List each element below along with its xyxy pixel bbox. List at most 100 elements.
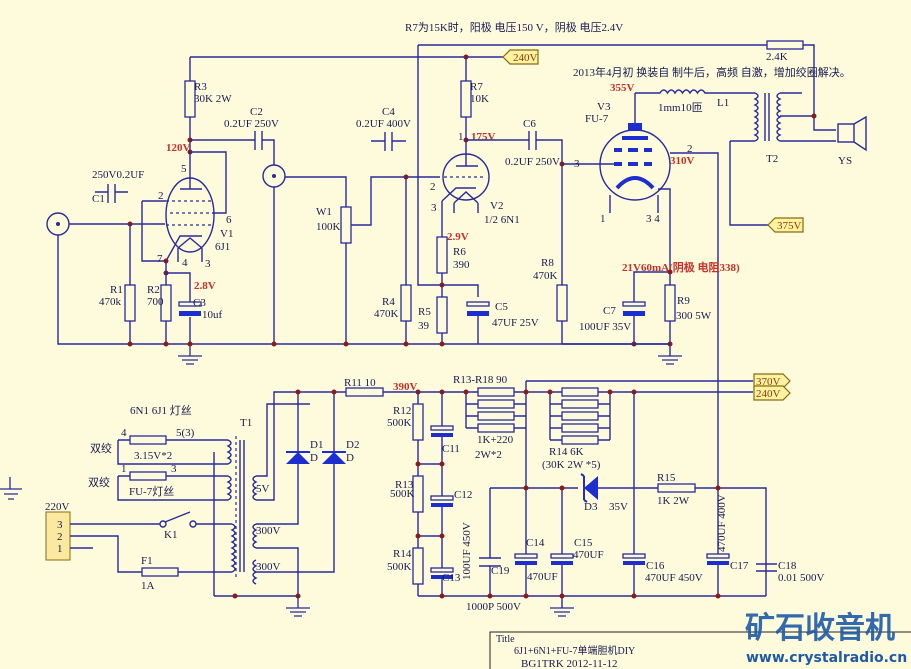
svg-text:0.01 500V: 0.01 500V	[778, 572, 825, 584]
svg-text:C15: C15	[574, 537, 593, 549]
svg-text:FU-7灯丝: FU-7灯丝	[129, 485, 174, 498]
svg-text:1A: 1A	[141, 580, 155, 592]
svg-text:V1: V1	[220, 228, 233, 240]
svg-text:R3: R3	[194, 81, 207, 93]
svg-text:C17: C17	[730, 560, 749, 572]
svg-text:220V: 220V	[45, 501, 70, 513]
capacitor-c14: C14 470UF	[514, 488, 558, 596]
switch-k1[interactable]: K1	[159, 511, 232, 541]
voltage-390v: 390V	[393, 381, 418, 393]
svg-text:250V0.2UF: 250V0.2UF	[92, 169, 144, 181]
svg-text:3: 3	[57, 519, 63, 531]
svg-text:100K: 100K	[316, 221, 341, 233]
diode-d2: D2D	[322, 392, 359, 464]
inductor-l1: 1mm10匝 L1	[635, 89, 755, 114]
zener-d3: D3 35V	[580, 473, 628, 513]
svg-text:双绞: 双绞	[90, 441, 112, 455]
svg-text:470UF: 470UF	[527, 571, 558, 583]
svg-text:6J1: 6J1	[215, 241, 230, 253]
resistor-r9: R9 300 5W	[664, 272, 712, 356]
svg-text:YS: YS	[838, 155, 852, 167]
svg-text:500K: 500K	[390, 488, 415, 500]
svg-text:R14: R14	[393, 548, 412, 560]
svg-text:30K 2W: 30K 2W	[194, 93, 232, 105]
svg-text:1/2 6N1: 1/2 6N1	[484, 214, 520, 226]
svg-text:Title: Title	[496, 634, 515, 645]
svg-text:300 5W: 300 5W	[676, 310, 712, 322]
capacitor-c11: C11	[430, 425, 460, 455]
svg-text:www.crystalradio.cn: www.crystalradio.cn	[746, 650, 907, 666]
svg-text:5: 5	[181, 163, 187, 175]
svg-text:R6: R6	[453, 246, 466, 258]
svg-text:1000P 500V: 1000P 500V	[466, 601, 521, 613]
svg-text:2W*2: 2W*2	[475, 449, 502, 461]
svg-text:C14: C14	[526, 537, 545, 549]
transformer-t2: T2	[729, 92, 802, 226]
svg-text:3 4: 3 4	[646, 213, 660, 225]
svg-text:R14 6K: R14 6K	[549, 446, 584, 458]
capacitor-c13: C13 100UF 450V	[430, 522, 473, 584]
input-jack[interactable]	[46, 212, 70, 236]
svg-text:3: 3	[171, 463, 177, 475]
resistor-r11: R11 10	[344, 377, 478, 397]
resistor-2-4k: 2.4K	[766, 40, 804, 63]
svg-text:D: D	[346, 452, 354, 464]
svg-text:1mm10匝: 1mm10匝	[658, 102, 703, 114]
svg-text:2: 2	[57, 531, 63, 543]
svg-text:R5: R5	[418, 306, 431, 318]
svg-text:470UF 450V: 470UF 450V	[645, 572, 703, 584]
svg-text:10K: 10K	[470, 93, 489, 105]
svg-text:3: 3	[431, 202, 437, 214]
svg-text:1: 1	[600, 213, 606, 225]
svg-text:V3: V3	[597, 101, 611, 113]
svg-text:470k: 470k	[99, 296, 122, 308]
svg-text:5V: 5V	[256, 483, 270, 495]
svg-text:1: 1	[458, 131, 464, 143]
svg-text:470UF: 470UF	[573, 549, 604, 561]
svg-text:390: 390	[453, 259, 470, 271]
svg-text:100UF 450V: 100UF 450V	[461, 522, 473, 580]
svg-text:1: 1	[121, 463, 127, 475]
svg-text:V2: V2	[490, 200, 503, 212]
svg-text:R9: R9	[677, 295, 690, 307]
svg-text:47UF 25V: 47UF 25V	[492, 317, 539, 329]
svg-text:35V: 35V	[609, 501, 628, 513]
tag-370v: 370V	[753, 373, 791, 389]
svg-text:3.15V*2: 3.15V*2	[134, 450, 172, 462]
wires-top	[190, 44, 836, 297]
svg-text:R7: R7	[470, 81, 483, 93]
svg-text:1: 1	[57, 543, 63, 555]
svg-text:C13: C13	[442, 572, 461, 584]
svg-text:D1: D1	[310, 439, 323, 451]
svg-text:2.4K: 2.4K	[766, 51, 788, 63]
svg-text:39: 39	[418, 320, 430, 332]
svg-text:C2: C2	[250, 106, 263, 118]
svg-text:L1: L1	[717, 97, 729, 109]
mains-connector[interactable]: 220V 321	[45, 501, 160, 573]
svg-text:C11: C11	[442, 443, 460, 455]
interstage-jack[interactable]	[262, 164, 286, 188]
svg-text:6J1+6N1+FU-7单端胆机DIY: 6J1+6N1+FU-7单端胆机DIY	[514, 644, 635, 657]
svg-text:F1: F1	[141, 555, 153, 567]
voltage-2-8v: 2.8V	[194, 280, 216, 292]
svg-text:D3: D3	[584, 501, 598, 513]
svg-text:4: 4	[182, 257, 188, 269]
mod-note: 2013年4月初 换装自 制牛后，高频 自激，增加绞圈解决。	[573, 65, 851, 79]
svg-text:R13-R18 90: R13-R18 90	[453, 374, 508, 386]
svg-text:K1: K1	[164, 529, 177, 541]
